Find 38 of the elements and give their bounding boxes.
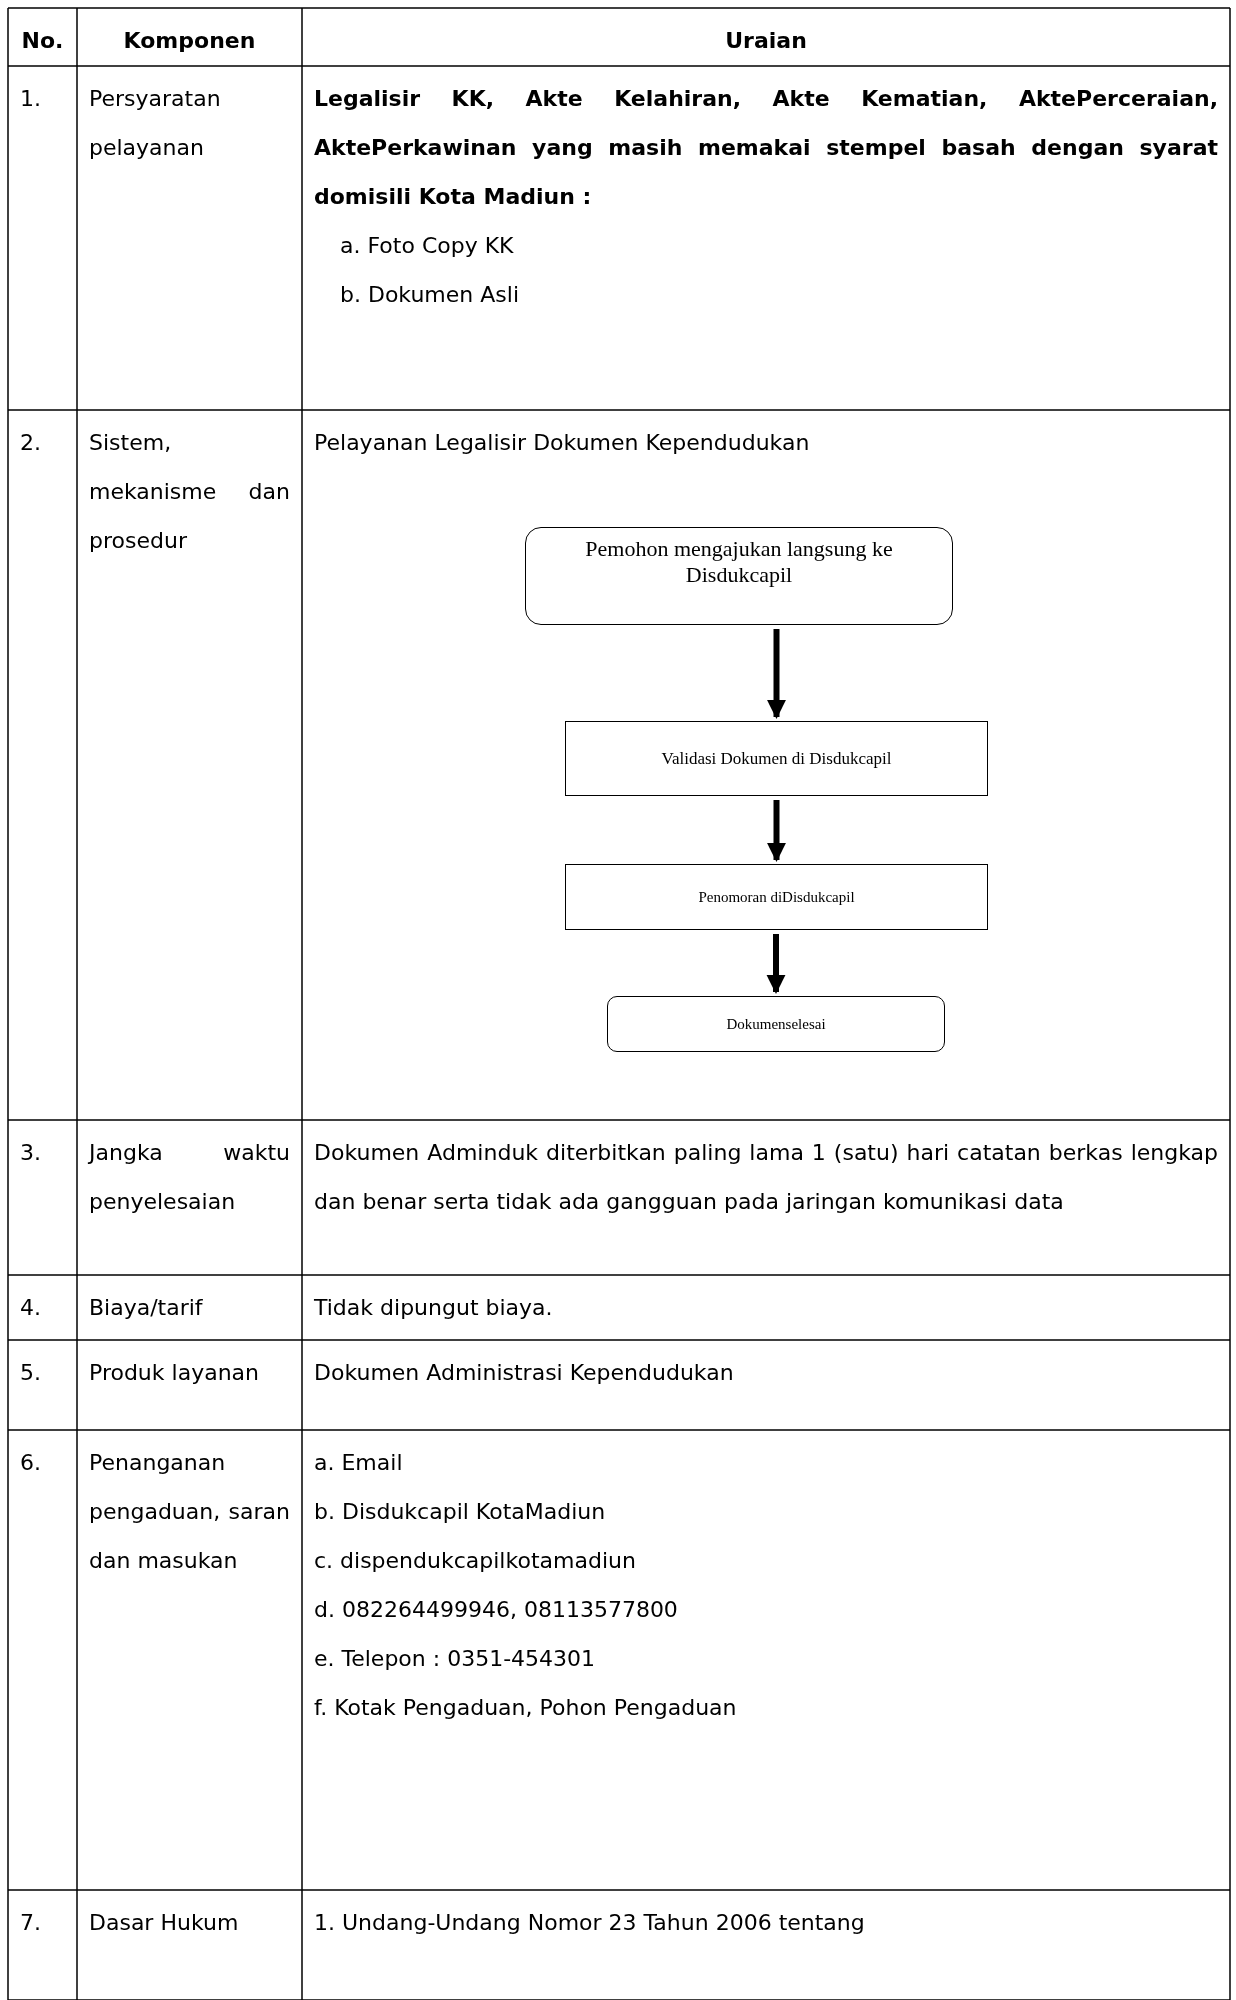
row-number: 2. bbox=[20, 429, 42, 457]
component-name: Dasar Hukum bbox=[89, 1909, 240, 1937]
process-box: Penomoran diDisdukcapil bbox=[565, 864, 988, 930]
list-item: 1. Undang-Undang Nomor 23 Tahun 2006 tentang bbox=[314, 1909, 866, 1937]
description-text: Dokumen Administrasi Kependudukan bbox=[314, 1359, 735, 1387]
row-number: 3. bbox=[20, 1139, 42, 1167]
component-name: Persyaratan pelayanan bbox=[89, 85, 222, 162]
list-item: d. 082264499946, 08113577800 bbox=[314, 1596, 679, 1624]
arrow bbox=[766, 800, 787, 862]
process-box: Validasi Dokumen di Disdukcapil bbox=[565, 721, 988, 796]
row-number: 4. bbox=[20, 1294, 42, 1322]
row-number: 6. bbox=[20, 1449, 42, 1477]
list-item: b. Dokumen Asli bbox=[339, 281, 520, 309]
list-item: f. Kotak Pengaduan, Pohon Pengaduan bbox=[314, 1694, 738, 1722]
arrow bbox=[766, 629, 787, 719]
description-text: Tidak dipungut biaya. bbox=[314, 1294, 554, 1322]
component-name: Sistem, mekanisme dan prosedur bbox=[89, 429, 290, 555]
list-item: a. Foto Copy KK bbox=[339, 232, 515, 260]
column-header: No. bbox=[20, 27, 65, 55]
list-item: b. Disdukcapil KotaMadiun bbox=[314, 1498, 607, 1526]
arrow bbox=[766, 934, 786, 994]
component-name: Biaya/tarif bbox=[89, 1294, 204, 1322]
list-item: e. Telepon : 0351-454301 bbox=[314, 1645, 597, 1673]
row-number: 1. bbox=[20, 85, 42, 113]
row-number: 5. bbox=[20, 1359, 42, 1387]
column-header: Komponen bbox=[122, 27, 257, 55]
row-number: 7. bbox=[20, 1909, 42, 1937]
terminal-box: Dokumenselesai bbox=[607, 996, 945, 1052]
component-name: Jangka waktu penyelesaian bbox=[89, 1139, 290, 1216]
description-text: Dokumen Adminduk diterbitkan paling lama 1 (satu) hari catatan berkas lengkap dan benar serta tidak ada gangguan pada jaringan komunikasi data bbox=[314, 1139, 1218, 1216]
column-header: Uraian bbox=[724, 27, 808, 55]
list-item: c. dispendukcapilkotamadiun bbox=[314, 1547, 637, 1575]
heading-text: Legalisir KK, Akte Kelahiran, Akte Kematian, AktePerceraian, AktePerkawinan yang masih memakai stempel basah dengan syarat domisili Kota Madiun : bbox=[314, 85, 1218, 211]
rounded-process-box: Pemohon mengajukan langsung ke Disdukcapil bbox=[525, 527, 953, 625]
component-name: Produk layanan bbox=[89, 1359, 260, 1387]
component-name: Penanganan pengaduan, saran dan masukan bbox=[89, 1449, 290, 1575]
description-text: Pelayanan Legalisir Dokumen Kependudukan bbox=[314, 429, 811, 457]
list-item: a. Email bbox=[314, 1449, 404, 1477]
